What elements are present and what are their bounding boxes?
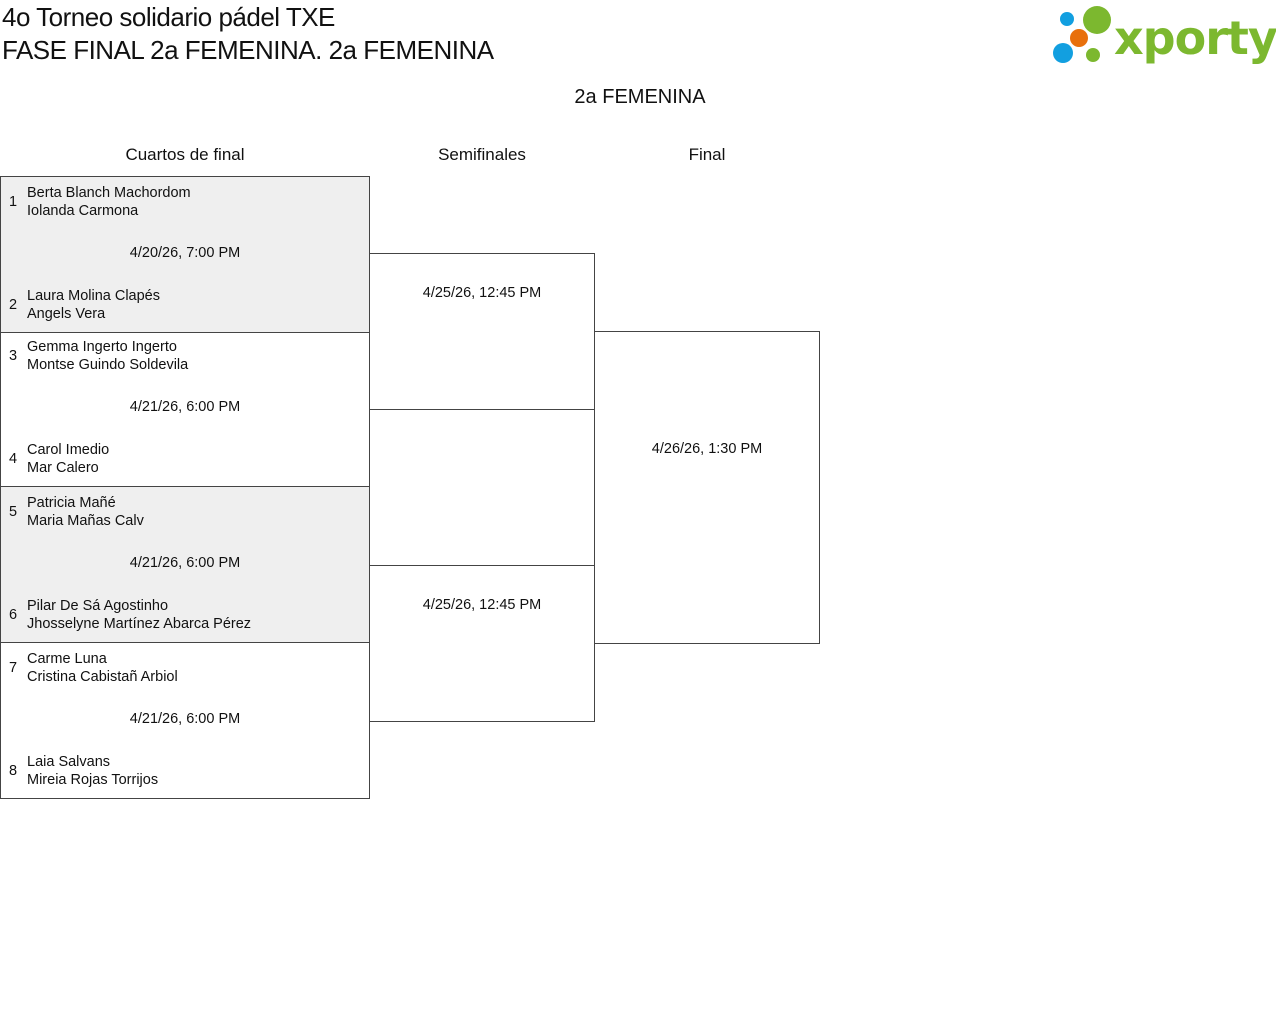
- category-title: 2a FEMENINA: [574, 86, 706, 108]
- seed: 1: [9, 194, 18, 210]
- tournament-title: 4o Torneo solidario pádel TXE: [2, 2, 335, 32]
- match-date: 4/26/26, 1:30 PM: [651, 441, 763, 457]
- match-date: 4/25/26, 12:45 PM: [422, 285, 542, 301]
- phase-title: FASE FINAL 2a FEMENINA. 2a FEMENINA: [2, 35, 494, 65]
- player: Montse Guindo Soldevila: [27, 357, 189, 373]
- svg-text:xporty: xporty: [1114, 11, 1276, 65]
- player: Jhosselyne Martínez Abarca Pérez: [27, 616, 252, 632]
- seed: 5: [9, 504, 18, 520]
- player: Pilar De Sá Agostinho: [27, 598, 169, 614]
- match-date: 4/21/26, 6:00 PM: [129, 399, 241, 415]
- player: Angels Vera: [27, 306, 106, 322]
- player: Laura Molina Clapés: [27, 288, 160, 304]
- round-final: Final: [688, 145, 726, 164]
- player: Cristina Cabistañ Arbiol: [27, 669, 178, 685]
- match-date: 4/25/26, 12:45 PM: [422, 597, 542, 613]
- player: Gemma Ingerto Ingerto: [27, 339, 177, 355]
- seed: 2: [9, 297, 18, 313]
- player: Patricia Mañé: [27, 495, 116, 511]
- round-quarterfinals: Cuartos de final: [125, 145, 245, 164]
- seed: 6: [9, 607, 18, 623]
- xporty-logo: xporty: [1053, 6, 1276, 65]
- player: Carol Imedio: [27, 442, 110, 458]
- player: Mar Calero: [27, 460, 99, 476]
- player: Maria Mañas Calv: [27, 513, 144, 529]
- seed: 7: [9, 660, 18, 676]
- semifinal-match[interactable]: 4/25/26, 12:45 PM: [369, 253, 595, 410]
- final-match[interactable]: 4/26/26, 1:30 PM: [594, 331, 820, 644]
- player: Iolanda Carmona: [27, 203, 139, 219]
- player: Mireia Rojas Torrijos: [27, 772, 159, 788]
- player: Carme Luna: [27, 651, 107, 667]
- player: Berta Blanch Machordom: [27, 185, 191, 201]
- semifinal-match[interactable]: 4/25/26, 12:45 PM: [369, 565, 595, 722]
- seed: 8: [9, 763, 18, 779]
- match-date: 4/20/26, 7:00 PM: [129, 245, 241, 261]
- player: Laia Salvans: [27, 754, 111, 770]
- seed: 3: [9, 348, 18, 364]
- match-date: 4/21/26, 6:00 PM: [129, 711, 241, 727]
- match-date: 4/21/26, 6:00 PM: [129, 555, 241, 571]
- round-semifinals: Semifinales: [438, 145, 526, 164]
- seed: 4: [9, 451, 18, 467]
